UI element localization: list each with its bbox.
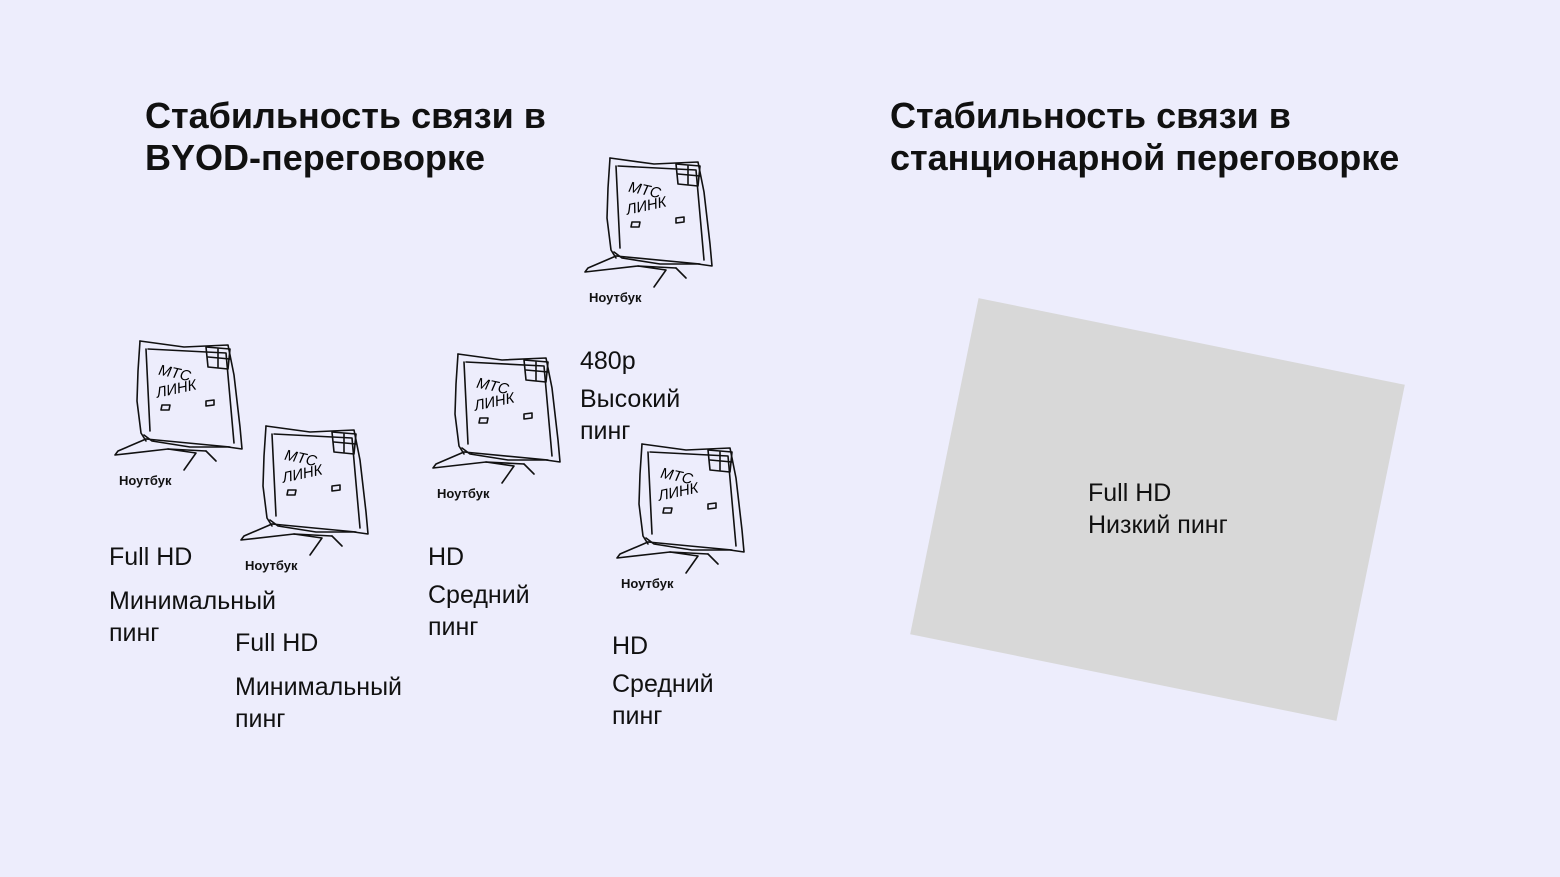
laptop-label: Ноутбук	[621, 576, 674, 591]
logo-line-1: МТС	[659, 465, 694, 488]
ping-label-line-2: пинг	[612, 702, 663, 730]
laptop-spec: 480p Высокий пинг	[580, 345, 680, 447]
logo-line-1: МТС	[475, 375, 510, 398]
room-quality-label: Full HD	[1088, 479, 1172, 507]
laptop-icon: МТС ЛИНК	[616, 443, 745, 574]
room-spec: Full HD Низкий пинг	[1088, 477, 1228, 541]
byod-heading-line-1: Стабильность связи в	[145, 95, 546, 136]
quality-label: 480p	[580, 347, 636, 375]
byod-heading-line-2: BYOD-переговорке	[145, 137, 485, 178]
logo-line-2: ЛИНК	[280, 461, 325, 487]
quality-label: Full HD	[109, 543, 193, 571]
logo-line-2: ЛИНК	[624, 193, 669, 219]
ping-label-line-2: пинг	[580, 417, 631, 445]
stationary-heading: Стабильность связи в станционарной перег…	[890, 95, 1399, 179]
laptop-sketch: МТС ЛИНК Ноутбук	[110, 335, 280, 505]
laptop-label: Ноутбук	[119, 473, 172, 488]
logo-line-1: МТС	[627, 179, 662, 202]
logo-line-1: МТС	[157, 362, 192, 385]
laptop-icon: МТС ЛИНК	[432, 353, 561, 484]
laptop-spec: HD Средний пинг	[612, 630, 714, 732]
ping-label-line-1: Средний	[612, 670, 714, 698]
ping-label-line-2: пинг	[235, 705, 286, 733]
stationary-heading-line-2: станционарной переговорке	[890, 137, 1400, 178]
laptop-spec: Full HD Минимальный пинг	[109, 541, 276, 649]
quality-label: HD	[612, 632, 649, 660]
laptop-sketch: МТС ЛИНК Ноутбук	[580, 152, 750, 322]
stationary-heading-line-1: Стабильность связи в	[890, 95, 1291, 136]
quality-label: Full HD	[235, 629, 319, 657]
laptop-sketch: МТС ЛИНК Ноутбук	[428, 348, 598, 518]
logo-line-2: ЛИНК	[656, 479, 701, 505]
laptop-icon: МТС ЛИНК	[114, 340, 243, 471]
laptop-sketch: МТС ЛИНК Ноутбук	[612, 438, 782, 608]
room-ping-label: Низкий пинг	[1088, 511, 1228, 539]
laptop-label: Ноутбук	[245, 558, 298, 573]
ping-label-line-1: Средний	[428, 581, 530, 609]
laptop-spec: Full HD Минимальный пинг	[235, 627, 402, 735]
laptop-spec: HD Средний пинг	[428, 541, 530, 643]
ping-label-line-2: пинг	[109, 619, 160, 647]
ping-label-line-2: пинг	[428, 613, 479, 641]
byod-heading: Стабильность связи в BYOD-переговорке	[145, 95, 546, 179]
logo-line-1: МТС	[283, 447, 318, 470]
laptop-label: Ноутбук	[437, 486, 490, 501]
laptop-sketch: МТС ЛИНК Ноутбук	[236, 420, 406, 590]
ping-label-line-1: Минимальный	[109, 587, 277, 615]
ping-label-line-1: Высокий	[580, 385, 681, 413]
laptop-icon: МТС ЛИНК	[240, 425, 369, 556]
laptop-label: Ноутбук	[589, 290, 642, 305]
laptop-icon: МТС ЛИНК	[584, 157, 713, 288]
quality-label: HD	[428, 543, 465, 571]
logo-line-2: ЛИНК	[472, 389, 517, 415]
ping-label-line-1: Минимальный	[235, 673, 403, 701]
logo-line-2: ЛИНК	[154, 376, 199, 402]
